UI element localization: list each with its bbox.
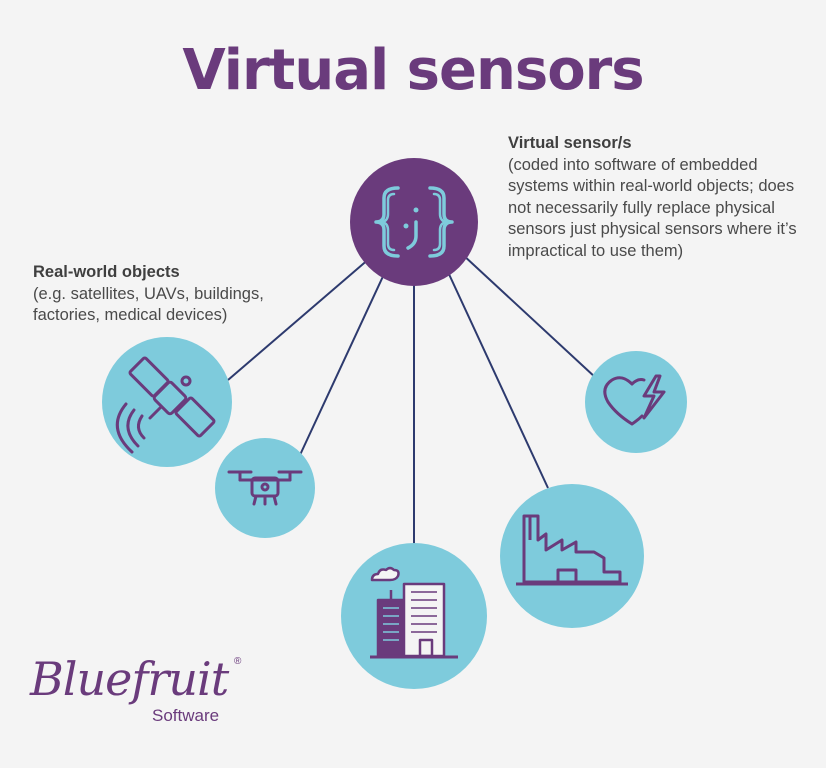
virtual-sensor-heading: Virtual sensor/s — [508, 134, 632, 152]
virtual-sensor-caption: Virtual sensor/s (coded into software of… — [508, 133, 808, 262]
connector-satellite — [227, 257, 371, 381]
page-title: Virtual sensors — [182, 38, 644, 103]
bluefruit-logo: Bluefruit ® Software — [30, 652, 260, 732]
drone-icon — [227, 470, 303, 506]
connector-factory — [447, 271, 549, 489]
logo-wordmark: Bluefruit — [30, 652, 229, 706]
logo-registered-mark: ® — [234, 656, 242, 667]
connector-drone — [299, 271, 386, 456]
real-world-heading: Real-world objects — [33, 263, 180, 281]
real-world-caption: Real-world objects (e.g. satellites, UAV… — [33, 262, 293, 327]
node-buildings — [341, 543, 487, 689]
connector-medical — [461, 253, 597, 379]
factory-icon — [516, 514, 628, 586]
buildings-icon — [370, 566, 458, 659]
heart-lightning-icon — [603, 374, 666, 426]
node-satellite — [102, 337, 232, 467]
virtual-sensor-description: (coded into software of embedded systems… — [508, 155, 797, 260]
code-braces-icon — [374, 186, 454, 258]
center-node — [350, 158, 478, 286]
satellite-icon — [115, 356, 216, 454]
node-factory — [500, 484, 644, 628]
real-world-description: (e.g. satellites, UAVs, buildings, facto… — [33, 284, 264, 325]
connector-lines — [227, 253, 597, 546]
node-medical — [585, 351, 687, 453]
node-drone — [215, 438, 315, 538]
logo-subtitle: Software — [152, 706, 220, 725]
